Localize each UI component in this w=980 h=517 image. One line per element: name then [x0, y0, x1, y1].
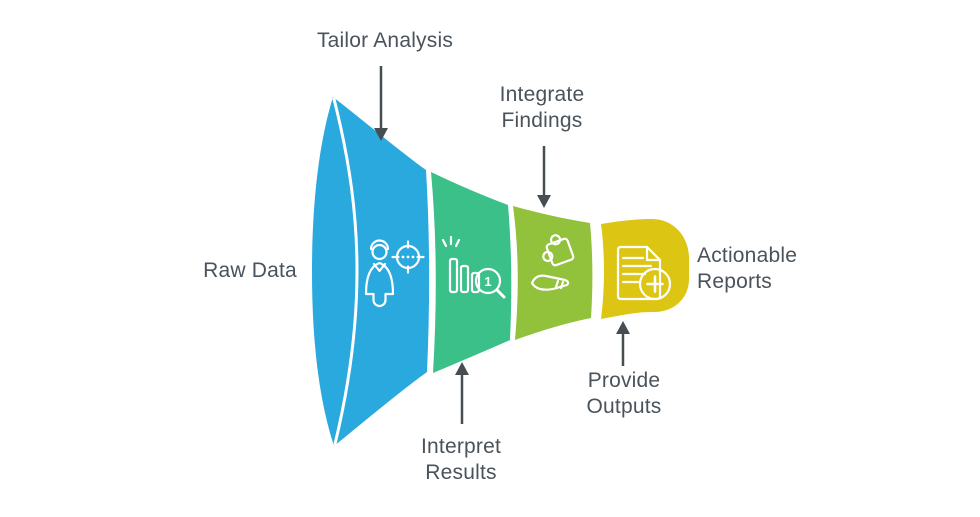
- input-label-line: Raw Data: [203, 259, 297, 282]
- stage-3-label: Integrate Findings: [500, 82, 585, 134]
- hand-puzzle-icon: [532, 232, 574, 290]
- magnifier-badge: 1: [484, 274, 491, 289]
- pointer-arrows: [374, 66, 630, 424]
- stage-3-shape: [513, 206, 593, 340]
- arrow-integrate-findings: [537, 146, 551, 208]
- output-label-line: Reports: [697, 270, 772, 293]
- arrow-tailor-analysis: [374, 66, 388, 141]
- stage-4-label: Provide Outputs: [587, 368, 662, 420]
- arrow-head-down-icon: [537, 195, 551, 208]
- stage-1-mouth-rim: [332, 97, 359, 446]
- input-label: Raw Data: [203, 258, 297, 284]
- arrow-head-up-icon: [616, 321, 630, 334]
- stage-4-shape: [601, 219, 689, 319]
- document-plus-icon: [618, 247, 670, 299]
- arrow-interpret-results: [455, 362, 469, 424]
- output-label: Actionable Reports: [697, 243, 797, 295]
- arrow-head-up-icon: [455, 362, 469, 375]
- person-target-icon: [366, 241, 424, 307]
- stage-3-label-line: Integrate: [499, 83, 585, 106]
- stage-4-label-line: Outputs: [586, 395, 662, 418]
- stage-4-label-line: Provide: [587, 369, 661, 392]
- arrow-provide-outputs: [616, 321, 630, 366]
- stage-2-label-line: Results: [425, 461, 497, 484]
- stage-3-label-line: Findings: [501, 109, 583, 132]
- bar-chart-magnifier-icon: 1: [443, 237, 504, 297]
- stage-2-shape: [431, 172, 512, 373]
- stage-2-label: Interpret Results: [421, 434, 501, 486]
- stage-1-label-line: Tailor Analysis: [316, 29, 454, 52]
- stage-1-label: Tailor Analysis: [317, 28, 453, 54]
- stage-2-label-line: Interpret: [420, 435, 502, 458]
- output-label-line: Actionable: [697, 244, 798, 267]
- arrow-head-down-icon: [374, 128, 388, 141]
